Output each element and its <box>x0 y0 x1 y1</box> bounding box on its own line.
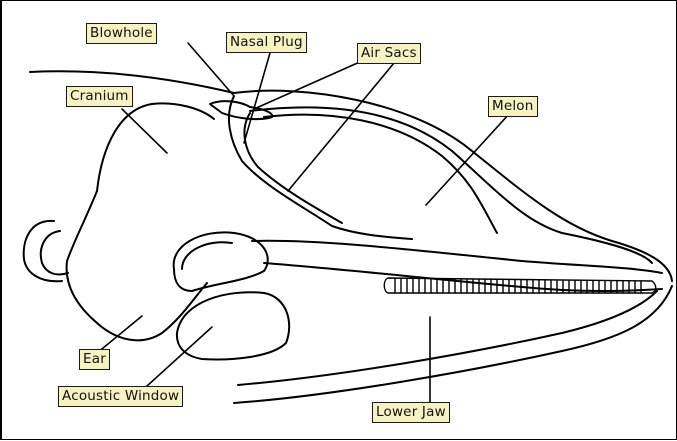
acoustic-window-shape <box>177 292 289 359</box>
air-sac-shape <box>210 101 272 119</box>
nasal-passage-inner <box>244 113 342 223</box>
cranium-outline <box>67 104 207 340</box>
leader-nasal-plug <box>244 53 270 143</box>
melon-outline <box>250 107 652 263</box>
leader-air-sacs-2 <box>288 63 394 191</box>
throat-outline <box>238 291 657 385</box>
cranium-top <box>152 103 214 119</box>
belly-outline <box>234 286 672 403</box>
label-cranium: Cranium <box>66 86 133 107</box>
leader-ear <box>97 316 142 353</box>
skull-back-curve <box>24 221 62 281</box>
label-air-sacs: Air Sacs <box>357 43 421 64</box>
leader-air-sacs-1 <box>254 61 362 109</box>
label-nasal-plug: Nasal Plug <box>226 32 307 53</box>
label-melon: Melon <box>488 96 538 117</box>
skull-back-curve-2 <box>41 231 68 275</box>
leader-lines <box>97 43 510 403</box>
label-acoustic-window: Acoustic Window <box>58 386 183 407</box>
melon-inner-outline <box>264 115 497 233</box>
label-lower-jaw: Lower Jaw <box>372 402 450 423</box>
ear-inner <box>182 242 232 269</box>
label-blowhole: Blowhole <box>86 23 157 44</box>
leader-cranium <box>122 109 167 153</box>
label-ear: Ear <box>79 349 110 370</box>
